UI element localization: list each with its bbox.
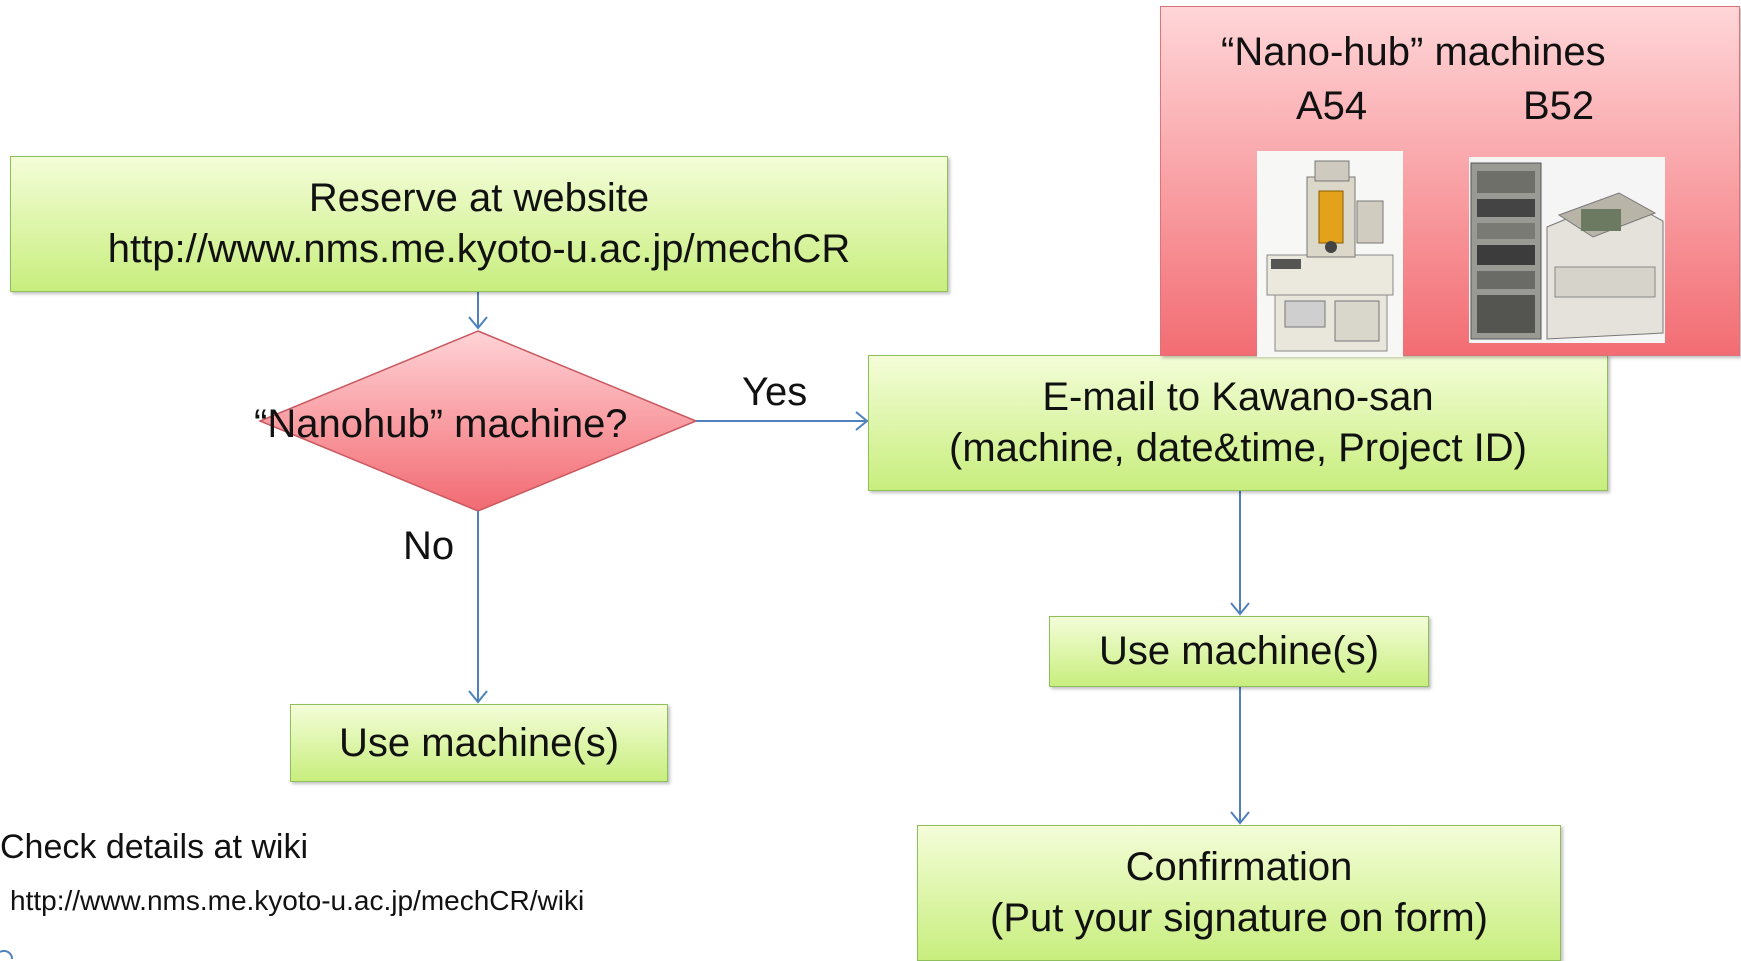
- machines-title: “Nano-hub” machines: [1221, 30, 1606, 74]
- reserve-box: Reserve at website http://www.nms.me.kyo…: [10, 156, 948, 292]
- check-details-text: Check details at wiki: [0, 828, 309, 866]
- email-title: E-mail to Kawano-san: [1042, 375, 1434, 419]
- use-machine-box-left: Use machine(s): [290, 704, 668, 782]
- arrow-use-to-confirm: [1230, 687, 1250, 825]
- email-box: E-mail to Kawano-san (machine, date&time…: [868, 355, 1608, 491]
- machine-a-photo: [1257, 151, 1403, 357]
- machine-b-photo: [1469, 157, 1665, 343]
- reserve-url: http://www.nms.me.kyoto-u.ac.jp/mechCR: [107, 227, 851, 271]
- email-details: (machine, date&time, Project ID): [949, 426, 1527, 470]
- confirmation-box: Confirmation (Put your signature on form…: [917, 825, 1561, 961]
- reserve-title: Reserve at website: [308, 176, 650, 220]
- machines-panel: “Nano-hub” machines A54 B52: [1160, 6, 1740, 357]
- decision-label: “Nanohub” machine?: [254, 402, 628, 446]
- no-label: No: [403, 524, 455, 568]
- yes-label: Yes: [742, 370, 808, 414]
- corner-logo-icon: [0, 949, 14, 959]
- machine-a-label: A54: [1296, 84, 1368, 128]
- use-machine-box-right: Use machine(s): [1049, 616, 1429, 687]
- use-machine-left-label: Use machine(s): [338, 720, 620, 765]
- arrow-decision-no: [468, 511, 488, 704]
- wiki-url[interactable]: http://www.nms.me.kyoto-u.ac.jp/mechCR/w…: [10, 885, 585, 916]
- arrow-decision-yes: [696, 411, 869, 431]
- confirmation-title: Confirmation: [1125, 845, 1353, 889]
- machine-b-label: B52: [1523, 84, 1595, 128]
- confirmation-note: (Put your signature on form): [990, 896, 1488, 940]
- use-machine-right-label: Use machine(s): [1098, 629, 1380, 673]
- arrow-reserve-to-decision: [468, 292, 488, 330]
- arrow-email-to-use: [1230, 491, 1250, 616]
